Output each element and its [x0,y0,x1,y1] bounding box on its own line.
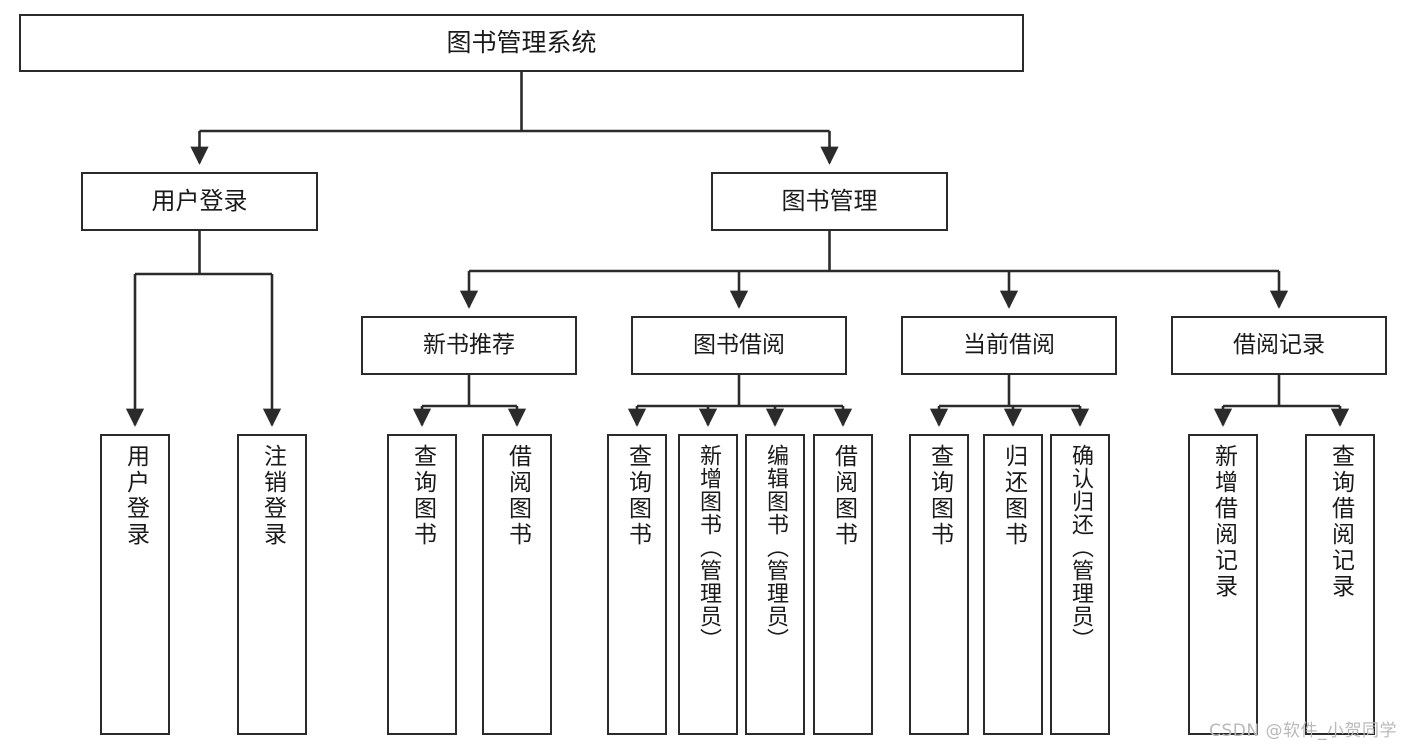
node-label: 新增借阅记录 [1210,444,1237,600]
node-label: 借阅记录 [1233,331,1325,358]
leaf-lend-books[interactable]: 借阅图书 [813,434,873,735]
node-label: 编辑图书（管理员） [763,444,788,651]
node-label: 借阅图书 [830,444,857,548]
node-label: 图书管理 [781,187,878,216]
leaf-edit-book-admin[interactable]: 编辑图书（管理员） [745,434,805,735]
node-label: 用户登录 [151,187,248,216]
leaf-return-books[interactable]: 归还图书 [983,434,1043,735]
node-borrow-records[interactable]: 借阅记录 [1171,316,1387,375]
node-label: 注销登录 [259,444,286,548]
node-label: 借阅图书 [504,444,531,548]
leaf-query-books-new[interactable]: 查询图书 [387,434,457,735]
node-label: 当前借阅 [963,331,1055,358]
node-label: 图书管理系统 [446,28,597,57]
node-root-system[interactable]: 图书管理系统 [19,14,1024,72]
leaf-confirm-return-admin[interactable]: 确认归还（管理员） [1050,434,1110,735]
leaf-query-borrow-record[interactable]: 查询借阅记录 [1305,434,1375,735]
node-label: 确认归还（管理员） [1068,444,1093,651]
node-current-borrow[interactable]: 当前借阅 [901,316,1117,375]
node-label: 查询图书 [624,444,651,548]
node-label: 新增图书（管理员） [696,444,721,651]
node-label: 新书推荐 [423,331,515,358]
node-new-book-recommend[interactable]: 新书推荐 [361,316,577,375]
node-label: 查询图书 [409,444,436,548]
node-book-borrow[interactable]: 图书借阅 [631,316,847,375]
node-label: 用户登录 [122,444,149,548]
leaf-add-borrow-record[interactable]: 新增借阅记录 [1188,434,1258,735]
node-label: 查询借阅记录 [1327,444,1354,600]
node-user-login[interactable]: 用户登录 [81,172,318,231]
node-label: 查询图书 [926,444,953,548]
leaf-add-book-admin[interactable]: 新增图书（管理员） [678,434,738,735]
node-label: 归还图书 [1000,444,1027,548]
watermark-text: CSDN @软件_小贺同学 [1209,721,1397,741]
node-book-management[interactable]: 图书管理 [711,172,948,231]
leaf-query-books-current[interactable]: 查询图书 [909,434,969,735]
leaf-borrow-books-new[interactable]: 借阅图书 [482,434,552,735]
leaf-user-logout[interactable]: 注销登录 [237,434,307,735]
node-label: 图书借阅 [693,331,785,358]
leaf-user-login[interactable]: 用户登录 [100,434,170,735]
leaf-query-books-borrow[interactable]: 查询图书 [607,434,667,735]
